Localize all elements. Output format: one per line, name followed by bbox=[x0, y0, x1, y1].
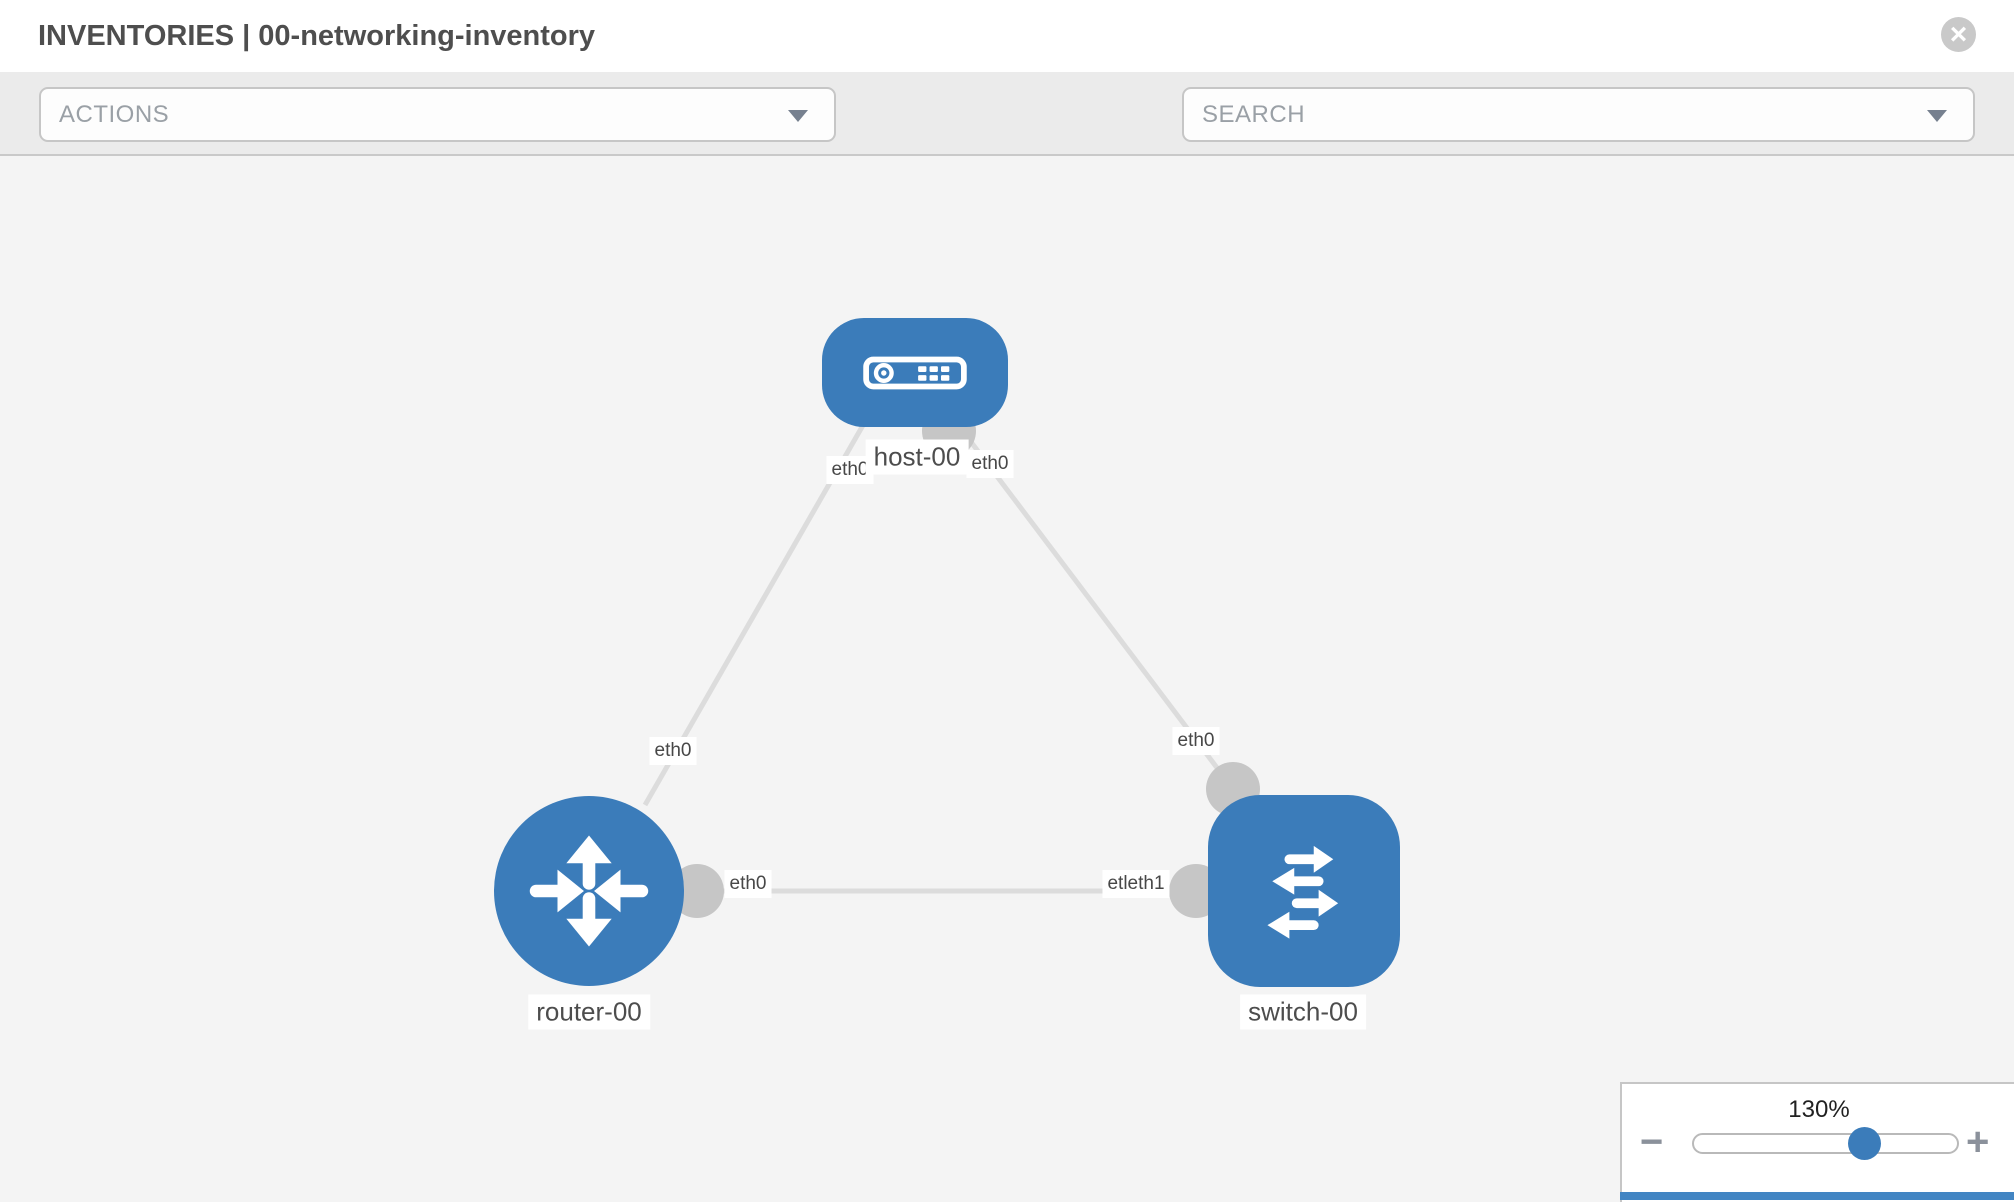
router-icon bbox=[529, 835, 649, 947]
close-button[interactable]: × bbox=[1941, 17, 1976, 52]
iface-label: eth0 bbox=[1172, 727, 1220, 755]
switch-icon bbox=[1267, 845, 1339, 939]
host-icon bbox=[863, 356, 967, 389]
topology-links-layer bbox=[642, 404, 1260, 918]
page-title: INVENTORIES | 00-networking-inventory bbox=[38, 20, 596, 52]
close-icon: × bbox=[1949, 17, 1968, 51]
actions-dropdown[interactable]: ACTIONS bbox=[39, 87, 836, 142]
zoom-level-value: 130% bbox=[1788, 1096, 1850, 1123]
zoom-slider-thumb[interactable] bbox=[1848, 1127, 1881, 1160]
iface-label: eth0 bbox=[966, 450, 1014, 478]
zoom-in-button[interactable]: + bbox=[1966, 1120, 1990, 1164]
page-header: INVENTORIES | 00-networking-inventory × bbox=[0, 0, 2014, 73]
chevron-down-icon bbox=[788, 109, 808, 122]
port-circle-router[interactable] bbox=[670, 864, 724, 918]
bottom-accent-bar bbox=[1620, 1192, 2014, 1200]
zoom-slider-track[interactable] bbox=[1692, 1133, 1959, 1154]
chevron-down-icon bbox=[1927, 109, 1947, 122]
toolbar: ACTIONS SEARCH bbox=[0, 72, 2014, 201]
node-label-host: host-00 bbox=[865, 439, 969, 475]
iface-label: etleth1 bbox=[1102, 870, 1170, 898]
search-dropdown-label: SEARCH bbox=[1202, 100, 1306, 128]
node-host[interactable] bbox=[822, 318, 1008, 427]
node-label-router: router-00 bbox=[528, 994, 650, 1030]
node-router[interactable] bbox=[494, 796, 684, 986]
node-label-switch: switch-00 bbox=[1240, 994, 1366, 1030]
zoom-control-panel: 130% − + bbox=[1620, 1082, 2014, 1202]
iface-label: eth0 bbox=[649, 737, 697, 765]
actions-dropdown-label: ACTIONS bbox=[59, 100, 170, 128]
search-dropdown[interactable]: SEARCH bbox=[1182, 87, 1975, 142]
zoom-out-button[interactable]: − bbox=[1640, 1120, 1664, 1164]
topology-canvas[interactable]: eth0 eth0 eth0 eth0 etleth1 eth0 host-00… bbox=[0, 156, 2014, 1200]
iface-label: eth0 bbox=[724, 870, 772, 898]
node-switch[interactable] bbox=[1208, 795, 1400, 987]
